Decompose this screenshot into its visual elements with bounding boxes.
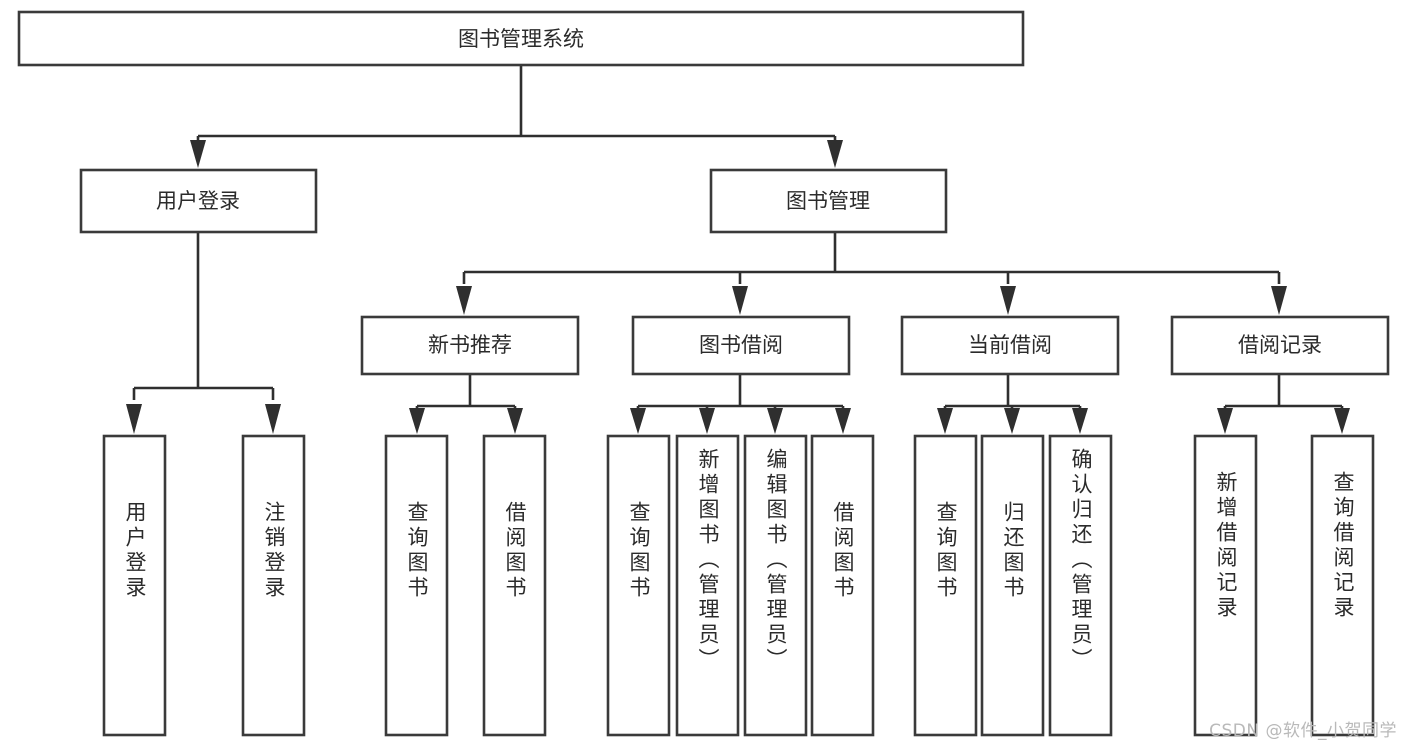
node-new-book-rec[interactable]: 新书推荐 xyxy=(360,315,580,376)
arrow-head-leaf-return-book xyxy=(1004,408,1020,434)
node-book-borrow-label: 图书借阅 xyxy=(699,333,783,357)
leaf-boxes-group xyxy=(102,434,1375,737)
node-current-borrow-label: 当前借阅 xyxy=(968,333,1052,357)
node-root-label: 图书管理系统 xyxy=(458,27,584,51)
arrow-head-user-login xyxy=(190,140,206,168)
node-current-borrow[interactable]: 当前借阅 xyxy=(900,315,1120,376)
arrow-head-leaf-query-book-bor xyxy=(630,408,646,434)
arrow-head-leaf-edit-book-admin xyxy=(767,408,783,434)
node-borrow-record-box[interactable] xyxy=(1170,315,1390,376)
arrow-head-leaf-borrow-book-bor xyxy=(835,408,851,434)
arrow-head-current-borrow xyxy=(1000,286,1016,315)
node-leaf-borrow-book-bor-box[interactable] xyxy=(810,434,875,737)
arrow-head-leaf-add-book-admin xyxy=(699,408,715,434)
arrow-head-leaf-confirm-return-admin xyxy=(1072,408,1088,434)
node-leaf-query-book-cur-box[interactable] xyxy=(913,434,978,737)
arrow-head-leaf-borrow-book-rec xyxy=(507,408,523,434)
connector-group-borrow-record xyxy=(1217,374,1350,434)
node-leaf-user-login-box[interactable] xyxy=(102,434,167,737)
connector-group-user-login xyxy=(126,232,281,434)
node-book-borrow-box[interactable] xyxy=(631,315,851,376)
node-leaf-user-logout-box[interactable] xyxy=(241,434,306,737)
connector-group-book-borrow xyxy=(630,374,851,434)
arrow-head-leaf-user-logout xyxy=(265,404,281,434)
node-user-login-box[interactable] xyxy=(79,168,318,234)
node-user-login-label: 用户登录 xyxy=(156,189,240,213)
arrow-head-leaf-query-book-cur xyxy=(937,408,953,434)
arrow-head-new-book-rec xyxy=(456,286,472,315)
node-root[interactable]: 图书管理系统 xyxy=(17,10,1025,67)
node-leaf-edit-book-admin-box[interactable] xyxy=(743,434,808,737)
arrow-head-book-manage xyxy=(827,140,843,168)
node-leaf-query-book-bor-box[interactable] xyxy=(606,434,671,737)
arrow-head-leaf-query-borrow-record xyxy=(1334,408,1350,434)
arrow-head-leaf-query-book-rec xyxy=(409,408,425,434)
connector-group-root xyxy=(190,65,843,168)
node-book-manage-label: 图书管理 xyxy=(786,189,870,213)
connector-group-book-manage xyxy=(456,232,1287,315)
node-root-box[interactable] xyxy=(17,10,1025,67)
arrow-head-leaf-user-login xyxy=(126,404,142,434)
node-book-borrow[interactable]: 图书借阅 xyxy=(631,315,851,376)
node-borrow-record[interactable]: 借阅记录 xyxy=(1170,315,1390,376)
node-book-manage[interactable]: 图书管理 xyxy=(709,168,948,234)
node-book-manage-box[interactable] xyxy=(709,168,948,234)
node-leaf-confirm-return-admin-box[interactable] xyxy=(1048,434,1113,737)
arrow-head-borrow-record xyxy=(1271,286,1287,315)
node-current-borrow-box[interactable] xyxy=(900,315,1120,376)
connector-group-current-borrow xyxy=(937,374,1088,434)
node-user-login[interactable]: 用户登录 xyxy=(79,168,318,234)
connector-group-new-book-rec xyxy=(409,374,523,434)
node-leaf-query-book-rec-box[interactable] xyxy=(384,434,449,737)
node-leaf-add-borrow-record-box[interactable] xyxy=(1193,434,1258,737)
node-leaf-add-book-admin-box[interactable] xyxy=(675,434,740,737)
node-leaf-query-borrow-record-box[interactable] xyxy=(1310,434,1375,737)
arrow-head-book-borrow xyxy=(732,286,748,315)
node-borrow-record-label: 借阅记录 xyxy=(1238,333,1322,357)
node-leaf-return-book-box[interactable] xyxy=(980,434,1045,737)
node-new-book-rec-label: 新书推荐 xyxy=(428,333,512,357)
node-new-book-rec-box[interactable] xyxy=(360,315,580,376)
arrow-head-leaf-add-borrow-record xyxy=(1217,408,1233,434)
node-leaf-borrow-book-rec-box[interactable] xyxy=(482,434,547,737)
watermark-text: CSDN @软件_小贺同学 xyxy=(1209,721,1397,741)
